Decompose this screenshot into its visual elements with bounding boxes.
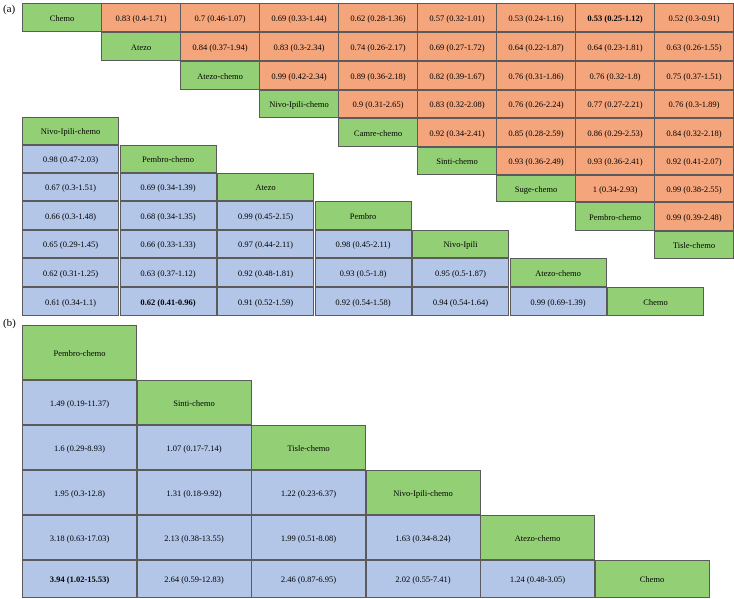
lower-value-cell: 0.62 (0.41-0.96) <box>119 287 217 316</box>
upper-value-cell: 0.77 (0.27-2.21) <box>575 90 655 118</box>
value-cell: 1.63 (0.34-8.24) <box>365 515 481 560</box>
upper-value-cell: 0.83 (0.32-2.08) <box>417 90 497 118</box>
value-cell: 3.94 (1.02-15.53) <box>22 560 137 598</box>
upper-value-cell: 0.92 (0.41-2.07) <box>654 147 734 175</box>
lower-diagonal-label: Chemo <box>607 287 704 316</box>
upper-value-cell: 0.92 (0.34-2.41) <box>417 118 497 147</box>
diagonal-label: Chemo <box>594 560 710 598</box>
upper-value-cell: 0.85 (0.28-2.59) <box>496 118 576 147</box>
lower-diagonal-label: Nivo-Ipili <box>412 230 509 258</box>
lower-value-cell: 0.99 (0.69-1.39) <box>509 287 607 316</box>
value-cell: 1.6 (0.29-8.93) <box>22 425 137 470</box>
upper-value-cell: 0.83 (0.3-2.34) <box>259 32 339 61</box>
upper-value-cell: 0.53 (0.25-1.12) <box>575 3 655 32</box>
upper-value-cell: 0.84 (0.37-1.94) <box>180 32 260 61</box>
upper-value-cell: 0.93 (0.36-2.41) <box>575 147 655 175</box>
lower-diagonal-label: Atezo <box>217 173 314 201</box>
value-cell: 1.99 (0.51-8.08) <box>251 515 366 560</box>
upper-value-cell: 0.9 (0.31-2.65) <box>338 90 418 118</box>
lower-value-cell: 0.68 (0.34-1.35) <box>119 201 217 230</box>
upper-value-cell: 0.76 (0.31-1.86) <box>496 61 576 90</box>
upper-value-cell: 0.86 (0.29-2.53) <box>575 118 655 147</box>
upper-value-cell: 0.64 (0.23-1.81) <box>575 32 655 61</box>
lower-diagonal-label: Nivo-Ipili-chemo <box>22 117 119 145</box>
upper-value-cell: 0.93 (0.36-2.49) <box>496 147 576 175</box>
lower-value-cell: 0.93 (0.5-1.8) <box>314 258 412 287</box>
upper-diagonal-label: Atezo <box>101 32 181 61</box>
value-cell: 1.07 (0.17-7.14) <box>136 425 252 470</box>
lower-diagonal-label: Pembro-chemo <box>119 145 217 173</box>
upper-value-cell: 0.84 (0.32-2.18) <box>654 118 734 147</box>
value-cell: 2.46 (0.87-6.95) <box>251 560 366 598</box>
diagonal-label: Sinti-chemo <box>136 380 252 425</box>
upper-value-cell: 0.75 (0.37-1.51) <box>654 61 734 90</box>
lower-value-cell: 0.69 (0.34-1.39) <box>119 173 217 201</box>
upper-value-cell: 1 (0.34-2.93) <box>575 175 655 202</box>
value-cell: 1.31 (0.18-9.92) <box>136 470 252 515</box>
upper-value-cell: 0.69 (0.33-1.44) <box>259 3 339 32</box>
upper-value-cell: 0.82 (0.39-1.67) <box>417 61 497 90</box>
panel-b-label: (b) <box>3 317 16 329</box>
upper-value-cell: 0.52 (0.3-0.91) <box>654 3 734 32</box>
lower-value-cell: 0.94 (0.54-1.64) <box>412 287 509 316</box>
upper-diagonal-label: Sinti-chemo <box>417 147 497 175</box>
lower-value-cell: 0.92 (0.48-1.81) <box>217 258 314 287</box>
lower-value-cell: 0.65 (0.29-1.45) <box>22 230 119 258</box>
lower-value-cell: 0.91 (0.52-1.59) <box>217 287 314 316</box>
upper-value-cell: 0.74 (0.26-2.17) <box>338 32 418 61</box>
lower-value-cell: 0.62 (0.31-1.25) <box>22 258 119 287</box>
upper-value-cell: 0.63 (0.26-1.55) <box>654 32 734 61</box>
lower-value-cell: 0.92 (0.54-1.58) <box>314 287 412 316</box>
upper-diagonal-label: Atezo-chemo <box>180 61 260 90</box>
upper-value-cell: 0.69 (0.27-1.72) <box>417 32 497 61</box>
upper-value-cell: 0.89 (0.36-2.18) <box>338 61 418 90</box>
upper-value-cell: 0.99 (0.39-2.48) <box>654 202 734 231</box>
value-cell: 1.95 (0.3-12.8) <box>22 470 137 515</box>
upper-value-cell: 0.7 (0.46-1.07) <box>180 3 260 32</box>
diagonal-label: Tisle-chemo <box>251 425 366 470</box>
lower-diagonal-label: Atezo-chemo <box>509 258 607 287</box>
panel-a-label: (a) <box>3 3 16 15</box>
lower-value-cell: 0.99 (0.45-2.15) <box>217 201 314 230</box>
value-cell: 2.13 (0.38-13.55) <box>136 515 252 560</box>
upper-diagonal-label: Camre-chemo <box>338 118 418 147</box>
lower-diagonal-label: Pembro <box>314 201 412 230</box>
upper-value-cell: 0.57 (0.32-1.01) <box>417 3 497 32</box>
upper-value-cell: 0.64 (0.22-1.87) <box>496 32 576 61</box>
upper-value-cell: 0.76 (0.26-2.24) <box>496 90 576 118</box>
upper-diagonal-label: Nivo-Ipili-chemo <box>259 90 339 118</box>
upper-diagonal-label: Tisle-chemo <box>654 231 734 259</box>
lower-value-cell: 0.66 (0.33-1.33) <box>119 230 217 258</box>
upper-value-cell: 0.99 (0.42-2.34) <box>259 61 339 90</box>
diagonal-label: Nivo-Ipili-chemo <box>365 470 481 515</box>
lower-value-cell: 0.66 (0.3-1.48) <box>22 201 119 230</box>
value-cell: 3.18 (0.63-17.03) <box>22 515 137 560</box>
diagonal-label: Atezo-chemo <box>480 515 595 560</box>
value-cell: 2.64 (0.59-12.83) <box>136 560 252 598</box>
diagonal-label: Pembro-chemo <box>22 325 137 380</box>
upper-value-cell: 0.76 (0.32-1.8) <box>575 61 655 90</box>
lower-value-cell: 0.97 (0.44-2.11) <box>217 230 314 258</box>
upper-value-cell: 0.99 (0.38-2.55) <box>654 175 734 202</box>
upper-diagonal-label: Chemo <box>22 3 102 32</box>
lower-value-cell: 0.98 (0.45-2.11) <box>314 230 412 258</box>
value-cell: 1.49 (0.19-11.37) <box>22 380 137 425</box>
lower-value-cell: 0.61 (0.34-1.1) <box>22 287 119 316</box>
value-cell: 1.22 (0.23-6.37) <box>251 470 366 515</box>
lower-value-cell: 0.98 (0.47-2.03) <box>22 145 119 173</box>
lower-value-cell: 0.63 (0.37-1.12) <box>119 258 217 287</box>
value-cell: 1.24 (0.48-3.05) <box>480 560 595 598</box>
upper-value-cell: 0.53 (0.24-1.16) <box>496 3 576 32</box>
upper-diagonal-label: Pembro-chemo <box>575 202 655 231</box>
lower-value-cell: 0.95 (0.5-1.87) <box>412 258 509 287</box>
upper-value-cell: 0.62 (0.28-1.36) <box>338 3 418 32</box>
lower-value-cell: 0.67 (0.3-1.51) <box>22 173 119 201</box>
upper-value-cell: 0.76 (0.3-1.89) <box>654 90 734 118</box>
upper-diagonal-label: Suge-chemo <box>496 175 576 202</box>
upper-value-cell: 0.83 (0.4-1.71) <box>101 3 181 32</box>
value-cell: 2.02 (0.55-7.41) <box>365 560 481 598</box>
